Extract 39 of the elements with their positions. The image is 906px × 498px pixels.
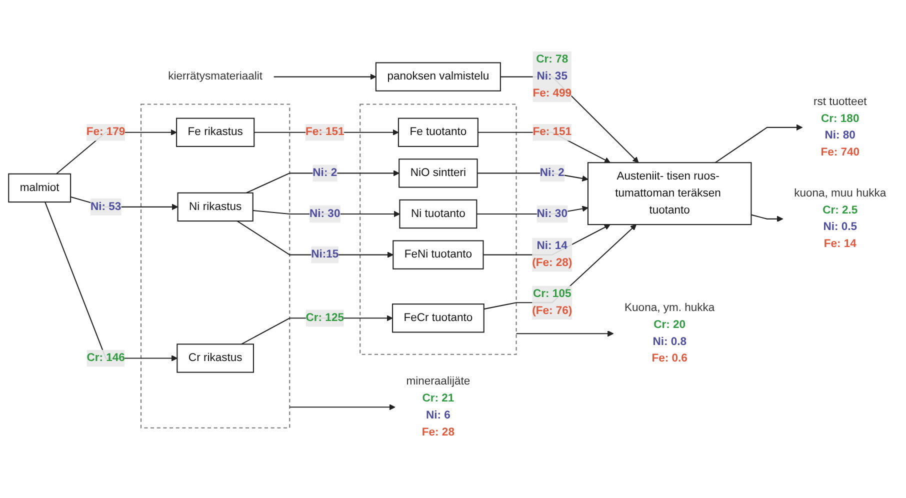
node-text: kierrätysmateriaalit xyxy=(168,70,263,82)
node-text: rst tuotteet Cr: 180 Ni: 80 Fe: 740 xyxy=(814,96,867,158)
node-box: FeNi tuotanto xyxy=(392,240,484,270)
node-box: malmiot xyxy=(8,173,72,203)
node-box: Ni tuotanto xyxy=(399,199,478,229)
node-box: Fe tuotanto xyxy=(398,118,478,147)
node-box: Cr rikastus xyxy=(176,344,254,373)
edge-label: Ni: 53 xyxy=(90,200,122,213)
node-box: panoksen valmistelu xyxy=(375,62,501,92)
edge-label: Cr: 78 Ni: 35 Fe: 499 xyxy=(532,54,572,100)
cluster xyxy=(140,104,290,428)
edge-label: Cr: 105 (Fe: 76) xyxy=(532,288,572,317)
edge-label: Ni: 2 xyxy=(540,166,564,179)
arrow xyxy=(290,404,396,410)
cluster xyxy=(360,104,517,355)
node-box: Ni rikastus xyxy=(177,192,254,222)
node-text: Kuona, ym. hukka Cr: 20 Ni: 0.8 Fe: 0.6 xyxy=(624,302,715,365)
node-text: mineraalijäte Cr: 21 Ni: 6 Fe: 28 xyxy=(406,375,470,438)
edge-label: Cr: 125 xyxy=(306,312,344,324)
arrow xyxy=(500,76,639,163)
edge-label: Fe: 151 xyxy=(305,126,344,138)
node-box: Austeniit- tisen ruos- tumattoman teräksen tuotanto xyxy=(587,162,752,226)
edge-label: Ni: 30 xyxy=(536,208,568,220)
node-box: FeCr tuotanto xyxy=(392,304,484,333)
edge-label: Ni: 2 xyxy=(312,166,338,179)
arrow xyxy=(714,124,803,164)
node-box: Fe rikastus xyxy=(176,118,255,147)
arrow xyxy=(274,74,376,80)
edge-label: Ni: 30 xyxy=(310,208,340,220)
node-box: NiO sintteri xyxy=(398,158,478,188)
node-text: kuona, muu hukka Cr: 2.5 Ni: 0.5 Fe: 14 xyxy=(794,187,886,250)
edge-label: Ni: 14 (Fe: 28) xyxy=(532,240,572,269)
edge-label: Ni:15 xyxy=(311,248,339,260)
edge-label: Cr: 146 xyxy=(86,352,125,364)
arrow xyxy=(44,202,178,362)
arrow xyxy=(751,214,784,222)
arrow xyxy=(516,330,614,337)
edge-label: Fe: 151 xyxy=(532,126,572,138)
edge-label: Fe: 179 xyxy=(86,126,126,138)
